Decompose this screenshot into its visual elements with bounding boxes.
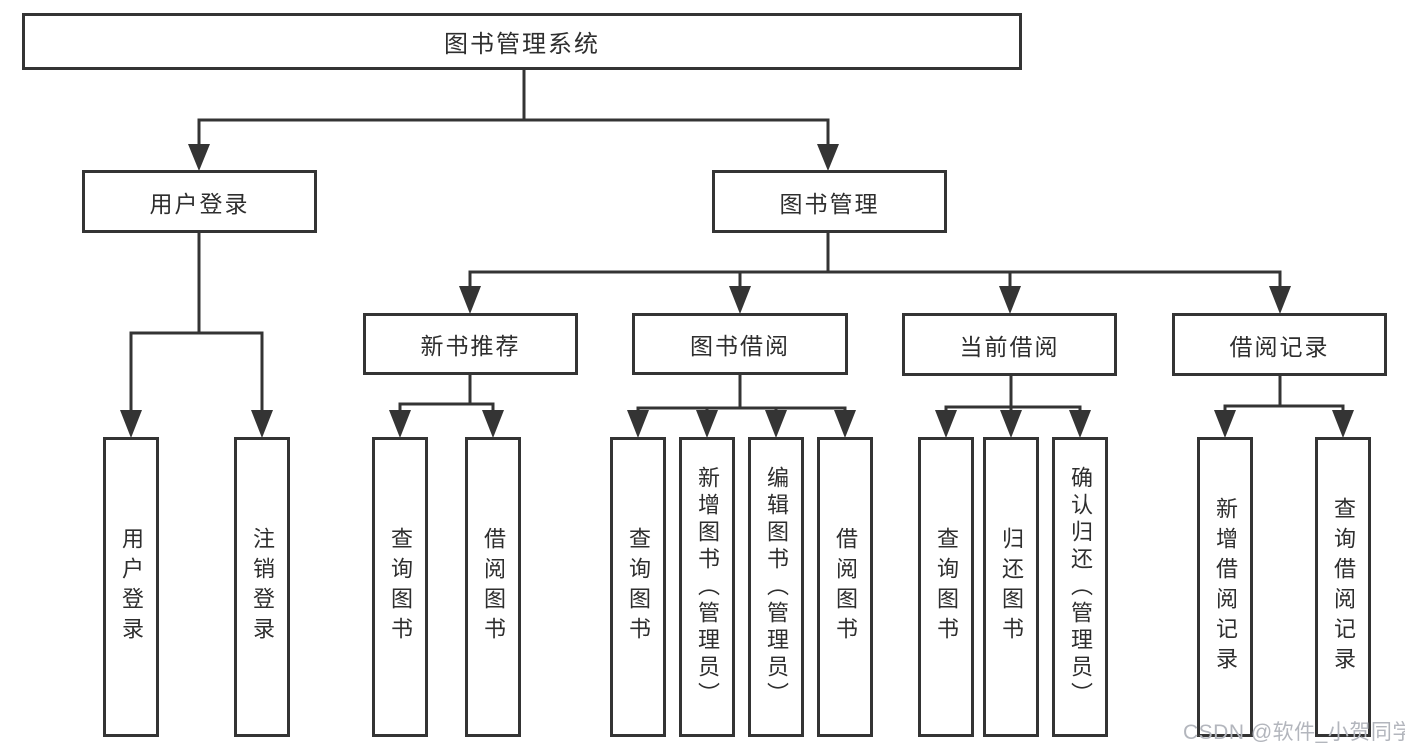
arrowhead-icon <box>817 144 839 171</box>
node-leaf-edit-book-label: 编辑图书（管理员） <box>764 465 789 709</box>
arrowhead-icon <box>1069 410 1091 438</box>
node-leaf-confirm-return-label: 确认归还（管理员） <box>1068 465 1093 709</box>
node-leaf-query-book-1: 查询图书 <box>372 437 428 737</box>
node-book-borrow-label: 图书借阅 <box>690 333 790 359</box>
node-user-login: 用户登录 <box>82 170 317 233</box>
arrowhead-icon <box>935 410 957 438</box>
node-root: 图书管理系统 <box>22 13 1022 70</box>
node-leaf-borrow-book-1: 借阅图书 <box>465 437 521 737</box>
node-root-label: 图书管理系统 <box>444 31 600 58</box>
arrowhead-icon <box>627 410 649 438</box>
arrowhead-icon <box>765 410 787 438</box>
connector-borrowrecords-branch <box>1223 375 1345 413</box>
node-leaf-borrow-book-2-label: 借阅图书 <box>833 527 858 647</box>
connector-currentborrow-branch <box>944 375 1082 413</box>
watermark: CSDN @软件_小贺同学 <box>1183 721 1405 744</box>
arrowhead-icon <box>482 410 504 438</box>
node-leaf-query-book-1-label: 查询图书 <box>388 527 413 647</box>
arrowheads <box>120 144 1354 438</box>
connector-bookborrow-branch <box>636 375 847 413</box>
arrowhead-icon <box>834 410 856 438</box>
node-leaf-return-book: 归还图书 <box>983 437 1039 737</box>
node-leaf-query-book-3-label: 查询图书 <box>934 527 959 647</box>
arrowhead-icon <box>729 286 751 314</box>
arrowhead-icon <box>1000 410 1022 438</box>
arrowhead-icon <box>1214 410 1236 438</box>
node-leaf-return-book-label: 归还图书 <box>999 527 1024 647</box>
node-current-borrow: 当前借阅 <box>902 313 1117 376</box>
arrowhead-icon <box>696 410 718 438</box>
arrowhead-icon <box>251 410 273 438</box>
node-leaf-add-record: 新增借阅记录 <box>1197 437 1253 737</box>
connector-bookmgmt-branch <box>468 233 1282 288</box>
node-book-mgmt: 图书管理 <box>712 170 947 233</box>
arrowhead-icon <box>1332 410 1354 438</box>
node-leaf-add-record-label: 新增借阅记录 <box>1213 497 1238 677</box>
node-leaf-query-record: 查询借阅记录 <box>1315 437 1371 737</box>
arrowhead-icon <box>188 144 210 171</box>
node-leaf-borrow-book-2: 借阅图书 <box>817 437 873 737</box>
node-leaf-borrow-book-1-label: 借阅图书 <box>481 527 506 647</box>
node-borrow-records: 借阅记录 <box>1172 313 1387 376</box>
node-leaf-logout: 注销登录 <box>234 437 290 737</box>
connector-newbookrec-branch <box>398 375 495 412</box>
node-leaf-query-book-2-label: 查询图书 <box>626 527 651 647</box>
node-leaf-logout-label: 注销登录 <box>250 527 275 647</box>
node-borrow-records-label: 借阅记录 <box>1229 333 1330 360</box>
node-leaf-add-book-label: 新增图书（管理员） <box>695 465 720 709</box>
node-book-mgmt-label: 图书管理 <box>779 190 880 217</box>
node-leaf-query-book-2: 查询图书 <box>610 437 666 737</box>
node-book-borrow: 图书借阅 <box>632 313 848 375</box>
node-leaf-confirm-return: 确认归还（管理员） <box>1052 437 1108 737</box>
arrowhead-icon <box>120 410 142 438</box>
connector-root-to-level2 <box>197 70 830 147</box>
arrowhead-icon <box>459 286 481 314</box>
node-leaf-query-book-3: 查询图书 <box>918 437 974 737</box>
node-user-login-label: 用户登录 <box>149 190 250 217</box>
node-leaf-user-login-label: 用户登录 <box>119 527 144 647</box>
connector-userlogin-branch <box>129 233 264 412</box>
node-leaf-user-login: 用户登录 <box>103 437 159 737</box>
node-leaf-add-book: 新增图书（管理员） <box>679 437 735 737</box>
node-new-book-rec-label: 新书推荐 <box>420 333 521 359</box>
arrowhead-icon <box>999 286 1021 314</box>
node-current-borrow-label: 当前借阅 <box>959 333 1060 360</box>
arrowhead-icon <box>389 410 411 438</box>
node-leaf-edit-book: 编辑图书（管理员） <box>748 437 804 737</box>
node-new-book-rec: 新书推荐 <box>363 313 578 375</box>
arrowhead-icon <box>1269 286 1291 314</box>
node-leaf-query-record-label: 查询借阅记录 <box>1331 497 1356 677</box>
